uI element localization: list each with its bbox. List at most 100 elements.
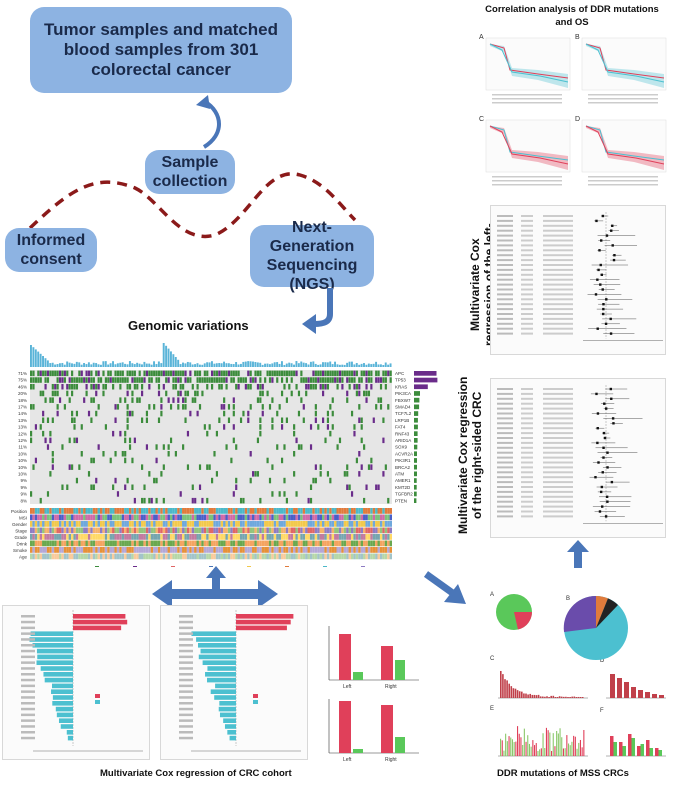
clinical-cell (169, 547, 173, 553)
hr-point (597, 461, 600, 464)
clinical-cell (331, 547, 335, 553)
clinical-cell (312, 527, 315, 534)
clinical-cell (179, 514, 183, 521)
mutation-cell (182, 370, 185, 377)
mutation-cell (280, 457, 284, 464)
tmb-bar (367, 363, 370, 367)
clinical-cell (90, 508, 93, 514)
f-bar (610, 736, 614, 756)
mutation-cell (126, 477, 129, 484)
hr-point (611, 417, 615, 420)
pie-a-red (514, 612, 532, 630)
gene-name: BRCA2 (395, 465, 411, 470)
clinical-cell (126, 527, 129, 534)
forest-bar (207, 677, 236, 683)
tmb-bar (186, 361, 189, 367)
tmb-bar (104, 361, 107, 367)
f-bar (646, 740, 650, 756)
mutation-cell (194, 397, 197, 403)
clinical-cell (350, 521, 354, 527)
clinical-cell (326, 508, 330, 514)
clinical-cell (141, 521, 144, 527)
clinical-cell (288, 534, 291, 540)
clinical-cell (80, 514, 84, 521)
clinical-cell (278, 540, 281, 547)
clinical-cell (34, 527, 38, 534)
clinical-cell (90, 540, 93, 547)
mutation-cell (162, 384, 165, 390)
clinical-cell (71, 508, 74, 514)
clinical-cell (157, 514, 161, 521)
mutation-cell (346, 397, 349, 403)
clinical-cell (75, 534, 79, 540)
clinical-cell (37, 534, 40, 540)
mutation-cell (112, 430, 115, 437)
hr-point (600, 485, 604, 489)
clinical-cell (252, 508, 255, 514)
tmb-bar (138, 363, 141, 367)
clinical-cell (73, 514, 76, 521)
clinical-cell (131, 514, 134, 521)
clinical-cell (268, 521, 272, 527)
hr-text (543, 288, 573, 291)
mutation-cell (370, 370, 373, 377)
tmb-bar (155, 364, 158, 367)
clinical-cell (334, 527, 337, 534)
pval (521, 317, 533, 320)
mutation-cell (153, 477, 156, 484)
e-bar (559, 728, 561, 756)
mutation-cell (232, 370, 235, 377)
mutation-cell (348, 484, 351, 490)
clinical-cell (71, 527, 74, 534)
clinical-cell (56, 553, 59, 560)
clinical-cell (220, 521, 224, 527)
clinical-cell (346, 521, 349, 527)
clinical-cell (126, 508, 129, 514)
mutation-cell (232, 404, 235, 410)
clinical-cell (322, 553, 325, 560)
clinical-cell (242, 534, 245, 540)
clinical-cell (172, 521, 175, 527)
e-bar (556, 730, 558, 756)
clinical-cell (182, 534, 185, 540)
mutation-cell (194, 370, 197, 377)
clinical-cell (343, 508, 347, 514)
mutation-cell (104, 377, 107, 383)
clinical-cell (150, 527, 154, 534)
tmb-bar (102, 361, 105, 367)
mutation-cell (326, 471, 330, 477)
clinical-cell (42, 521, 45, 527)
clinical-cell (365, 508, 368, 514)
mutation-cell (259, 497, 262, 504)
hr-text (543, 402, 573, 405)
clinical-cell (211, 540, 214, 547)
clinical-cell (223, 534, 226, 540)
pval (521, 446, 533, 449)
tmb-bar (179, 364, 182, 367)
clinical-cell (138, 553, 142, 560)
clinical-cell (353, 508, 356, 514)
clinical-cell (87, 553, 91, 560)
mutation-cell (341, 384, 344, 390)
clinical-cell (165, 553, 168, 560)
mutation-cell (329, 404, 332, 410)
clinical-cell (307, 514, 310, 521)
clinical-cell (155, 514, 158, 521)
clinical-cell (309, 514, 313, 521)
clinical-cell (196, 534, 199, 540)
clinical-cell (341, 547, 344, 553)
forest-bar (37, 654, 73, 660)
row-label-line (21, 673, 35, 676)
mutation-cell (317, 424, 320, 430)
clinical-cell (148, 508, 151, 514)
mutation-cell (182, 397, 185, 403)
clinical-cell (198, 527, 202, 534)
clinical-cell (63, 540, 67, 547)
clinical-cell (58, 534, 62, 540)
clinical-cell (150, 547, 154, 553)
row-label-line (179, 707, 193, 711)
clinical-cell (211, 527, 214, 534)
clinical-cell (121, 527, 125, 534)
clinical-cell (128, 547, 132, 553)
